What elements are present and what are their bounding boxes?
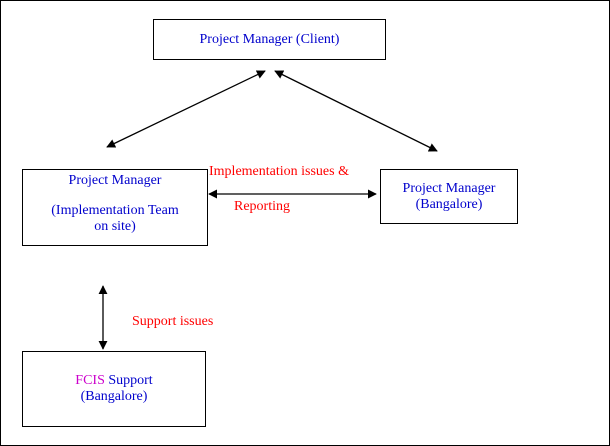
node-pm-local-title: Project Manager (68, 173, 162, 188)
arrow-client-to-local (106, 70, 266, 148)
node-pm-bangalore: Project Manager (Bangalore) (380, 169, 518, 224)
node-pm-local-line3: on site) (94, 219, 136, 234)
fcis-support-word: Support (108, 373, 153, 388)
node-fcis-support: FCIS Support (Bangalore) (22, 351, 206, 427)
node-fcis-support-location: (Bangalore) (80, 389, 148, 404)
node-pm-local: Project Manager (Implementation Team on … (22, 169, 208, 246)
node-pm-client-label: Project Manager (Client) (199, 31, 340, 47)
label-reporting: Reporting (234, 199, 290, 214)
node-pm-local-line2: (Implementation Team (51, 203, 179, 218)
node-pm-client: Project Manager (Client) (153, 19, 386, 60)
arrow-client-to-bangalore (274, 70, 438, 152)
node-pm-bangalore-subtitle: (Bangalore) (415, 196, 483, 212)
node-pm-bangalore-title: Project Manager (402, 180, 496, 196)
label-implementation-issues: Implementation issues & (209, 164, 349, 179)
fcis-prefix: FCIS (75, 373, 105, 388)
node-fcis-support-title: FCIS Support (75, 373, 152, 389)
label-support-issues: Support issues (132, 314, 214, 329)
